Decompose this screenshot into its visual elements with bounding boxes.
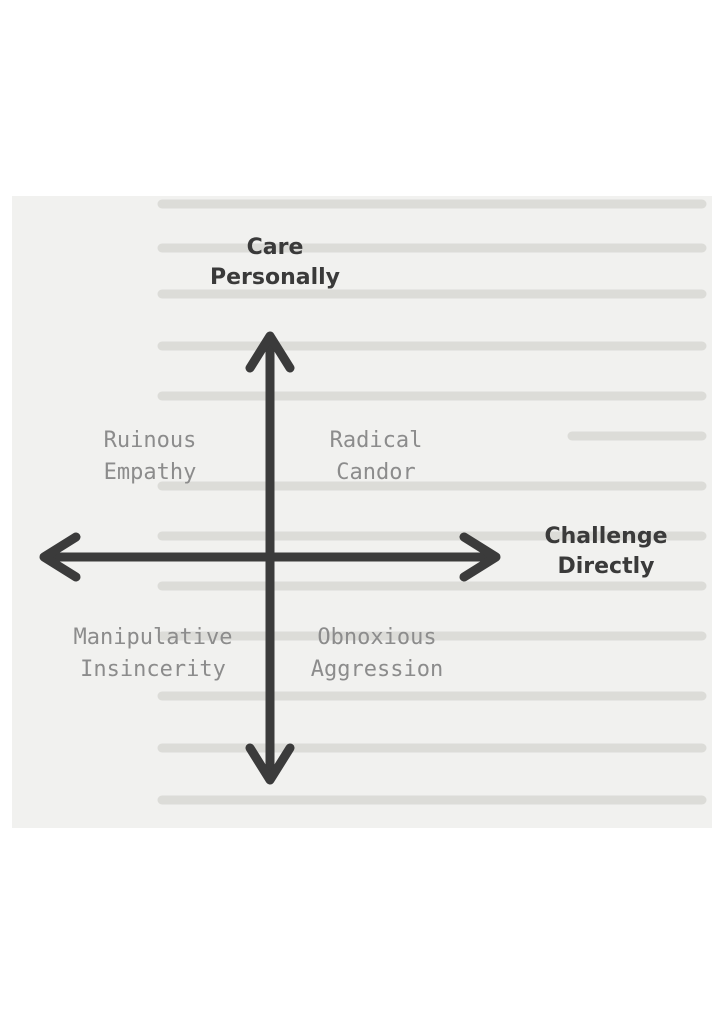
ruinous-empathy-line1: Ruinous [103, 428, 197, 453]
obnoxious-aggression-line1: Obnoxious [317, 625, 437, 650]
horizontal-axis-arrow [39, 532, 501, 582]
radical-candor-line1: Radical [329, 428, 423, 453]
care-personally-line1: Care [246, 235, 304, 260]
care-personally-label: Care Personally [190, 233, 360, 293]
quadrant-obnoxious-aggression: Obnoxious Aggression [290, 622, 464, 686]
obnoxious-aggression-line2: Aggression [310, 657, 444, 682]
radical-candor-line2: Candor [336, 460, 416, 485]
challenge-directly-line2: Directly [557, 554, 655, 579]
challenge-directly-label: Challenge Directly [526, 522, 686, 582]
care-personally-line2: Personally [209, 265, 341, 290]
quadrant-manipulative-insincerity: Manipulative Insincerity [58, 622, 248, 686]
scanned-page-background [12, 196, 712, 828]
quadrant-radical-candor: Radical Candor [296, 425, 456, 489]
manipulative-insincerity-line2: Insincerity [80, 657, 226, 682]
quadrant-ruinous-empathy: Ruinous Empathy [70, 425, 230, 489]
challenge-directly-line1: Challenge [544, 524, 668, 549]
bleed-through-text [157, 199, 707, 805]
ruinous-empathy-line2: Empathy [103, 460, 197, 485]
manipulative-insincerity-line1: Manipulative [73, 625, 233, 650]
